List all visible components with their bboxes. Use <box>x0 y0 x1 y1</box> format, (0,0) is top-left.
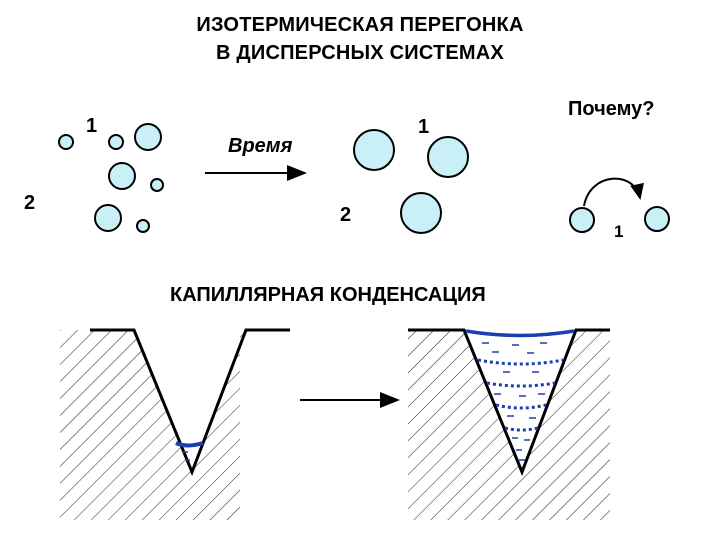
label-large-drop-left: 2 <box>24 192 36 214</box>
time-label: Время <box>228 135 293 157</box>
meniscus-top <box>465 329 575 338</box>
label-small-drop-left: 1 <box>86 115 98 137</box>
capillary-wall-left <box>60 330 246 520</box>
label-small-drop-question: 1 <box>614 222 624 241</box>
drop-small-question <box>569 207 595 233</box>
drop-small <box>58 134 74 150</box>
drop-grown <box>427 136 469 178</box>
capillary-outline-left <box>90 328 290 477</box>
drop-large <box>134 123 162 151</box>
meniscus-dotted <box>477 358 564 432</box>
drop-grown <box>353 129 395 171</box>
capillary-heading: КАПИЛЛЯРНАЯ КОНДЕНСАЦИЯ <box>170 284 486 306</box>
title-line-2: В ДИСПЕРСНЫХ СИСТЕМАХ <box>216 42 504 64</box>
question-text: Почему? <box>568 98 655 120</box>
transfer-arc-arrow <box>583 177 644 207</box>
label-small-drop-right: 1 <box>418 116 430 138</box>
liquid-dashes-left <box>183 451 190 461</box>
drop-large <box>108 162 136 190</box>
title-line-1: ИЗОТЕРМИЧЕСКАЯ ПЕРЕГОНКА <box>196 14 524 36</box>
drop-small <box>150 178 164 192</box>
drop-grown <box>400 192 442 234</box>
capillary-outline-right <box>408 328 610 477</box>
meniscus-small <box>175 441 204 448</box>
drop-large-question <box>644 206 670 232</box>
label-large-drop-right: 2 <box>340 204 352 226</box>
capillary-wall-right <box>408 330 610 520</box>
drop-small <box>108 134 124 150</box>
liquid-dashes-right <box>482 342 547 461</box>
drop-large <box>94 204 122 232</box>
drop-small <box>136 219 150 233</box>
